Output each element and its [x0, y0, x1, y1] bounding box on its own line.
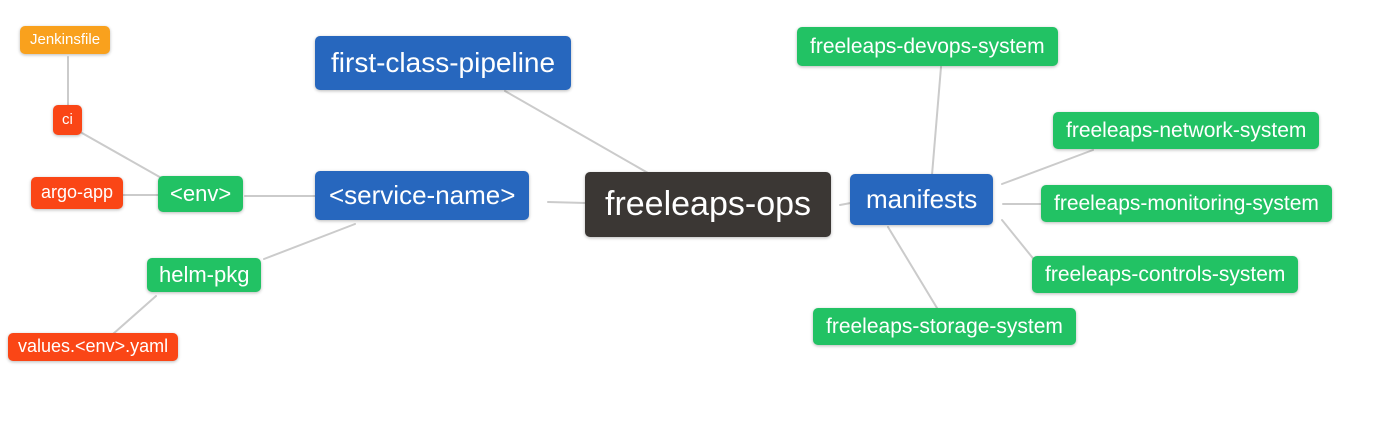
node-jenkinsfile[interactable]: Jenkinsfile [20, 26, 111, 54]
edge-manifests-devops [931, 66, 942, 176]
edge-manifests-network [1001, 149, 1094, 185]
node-freeleaps-network-system[interactable]: freeleaps-network-system [1053, 112, 1320, 150]
edge-values-helm-pkg [112, 295, 157, 335]
node-env[interactable]: <env> [158, 176, 244, 213]
edge-manifests-controls [1001, 219, 1037, 263]
edge-helm-pkg-service [263, 223, 356, 260]
node-freeleaps-storage-system[interactable]: freeleaps-storage-system [813, 308, 1076, 346]
node-freeleaps-controls-system[interactable]: freeleaps-controls-system [1032, 256, 1299, 294]
edge-manifests-storage [887, 226, 938, 309]
node-freeleaps-ops-root[interactable]: freeleaps-ops [585, 172, 832, 237]
node-freeleaps-devops-system[interactable]: freeleaps-devops-system [797, 27, 1058, 67]
node-helm-pkg[interactable]: helm-pkg [147, 258, 262, 293]
node-ci[interactable]: ci [53, 105, 82, 135]
node-values-env-yaml[interactable]: values.<env>.yaml [8, 333, 179, 361]
node-argo-app[interactable]: argo-app [31, 177, 124, 209]
edge-service-ops [547, 201, 587, 204]
node-freeleaps-monitoring-system[interactable]: freeleaps-monitoring-system [1041, 185, 1332, 223]
edge-fcp-ops [504, 90, 649, 174]
node-manifests[interactable]: manifests [850, 174, 994, 226]
node-first-class-pipeline[interactable]: first-class-pipeline [315, 36, 572, 90]
node-service-name[interactable]: <service-name> [315, 171, 530, 221]
edge-ci-env [81, 132, 173, 185]
